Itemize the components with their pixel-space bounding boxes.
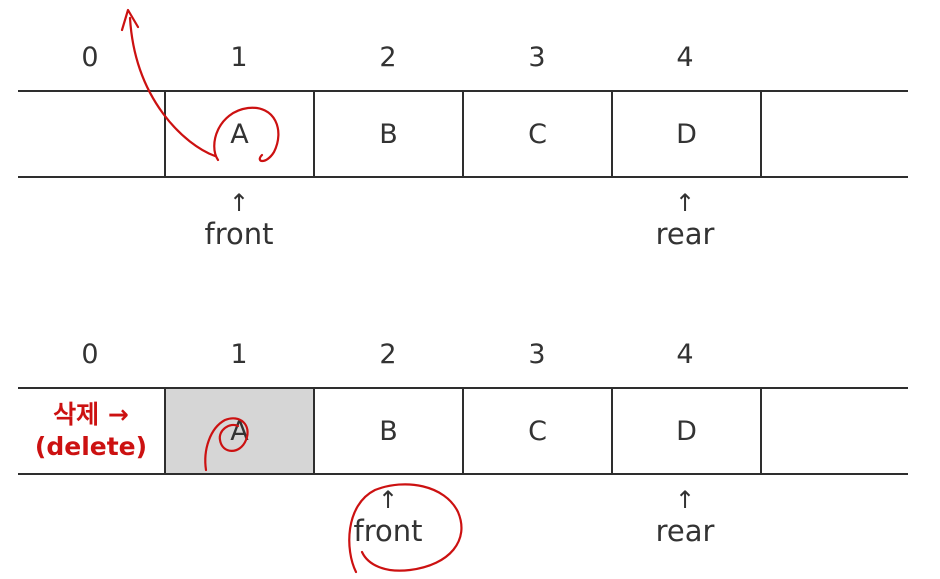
pointer-label: front (353, 514, 423, 548)
up-arrow-icon: ↑ (377, 486, 399, 514)
queue-array: 삭제 → (delete) A B C D (18, 387, 908, 475)
queue-cell-5 (762, 92, 908, 176)
up-arrow-icon: ↑ (674, 189, 696, 217)
queue-cell-2: B (315, 389, 464, 473)
queue-cell-0: 삭제 → (delete) (18, 389, 166, 473)
pointer-label: rear (655, 217, 715, 251)
index-label-4: 4 (676, 42, 694, 73)
index-label-0: 0 (81, 42, 99, 73)
queue-cell-0 (18, 92, 166, 176)
rear-pointer: ↑ rear (625, 190, 745, 252)
index-label-1: 1 (230, 339, 248, 370)
queue-cell-4: D (613, 92, 762, 176)
pointer-label: front (204, 217, 274, 251)
queue-cell-3: C (464, 389, 613, 473)
index-label-1: 1 (230, 42, 248, 73)
dequeue-arrow-head-icon (120, 8, 140, 32)
index-label-2: 2 (379, 339, 397, 370)
queue-cell-1-deleted: A (166, 389, 315, 473)
queue-cell-4: D (613, 389, 762, 473)
index-label-3: 3 (528, 339, 546, 370)
queue-cell-1: A (166, 92, 315, 176)
pointer-label: rear (655, 514, 715, 548)
queue-cell-3: C (464, 92, 613, 176)
front-pointer: ↑ front (179, 190, 299, 252)
queue-array: A B C D (18, 90, 908, 178)
queue-cell-2: B (315, 92, 464, 176)
delete-label: 삭제 → (delete) (35, 399, 147, 463)
index-label-2: 2 (379, 42, 397, 73)
up-arrow-icon: ↑ (674, 486, 696, 514)
index-label-0: 0 (81, 339, 99, 370)
index-label-3: 3 (528, 42, 546, 73)
front-pointer: ↑ front (328, 487, 448, 549)
up-arrow-icon: ↑ (228, 189, 250, 217)
queue-cell-5 (762, 389, 908, 473)
delete-label-english: (delete) (34, 432, 148, 461)
delete-label-korean: 삭제 → (53, 400, 129, 429)
index-label-4: 4 (676, 339, 694, 370)
rear-pointer: ↑ rear (625, 487, 745, 549)
